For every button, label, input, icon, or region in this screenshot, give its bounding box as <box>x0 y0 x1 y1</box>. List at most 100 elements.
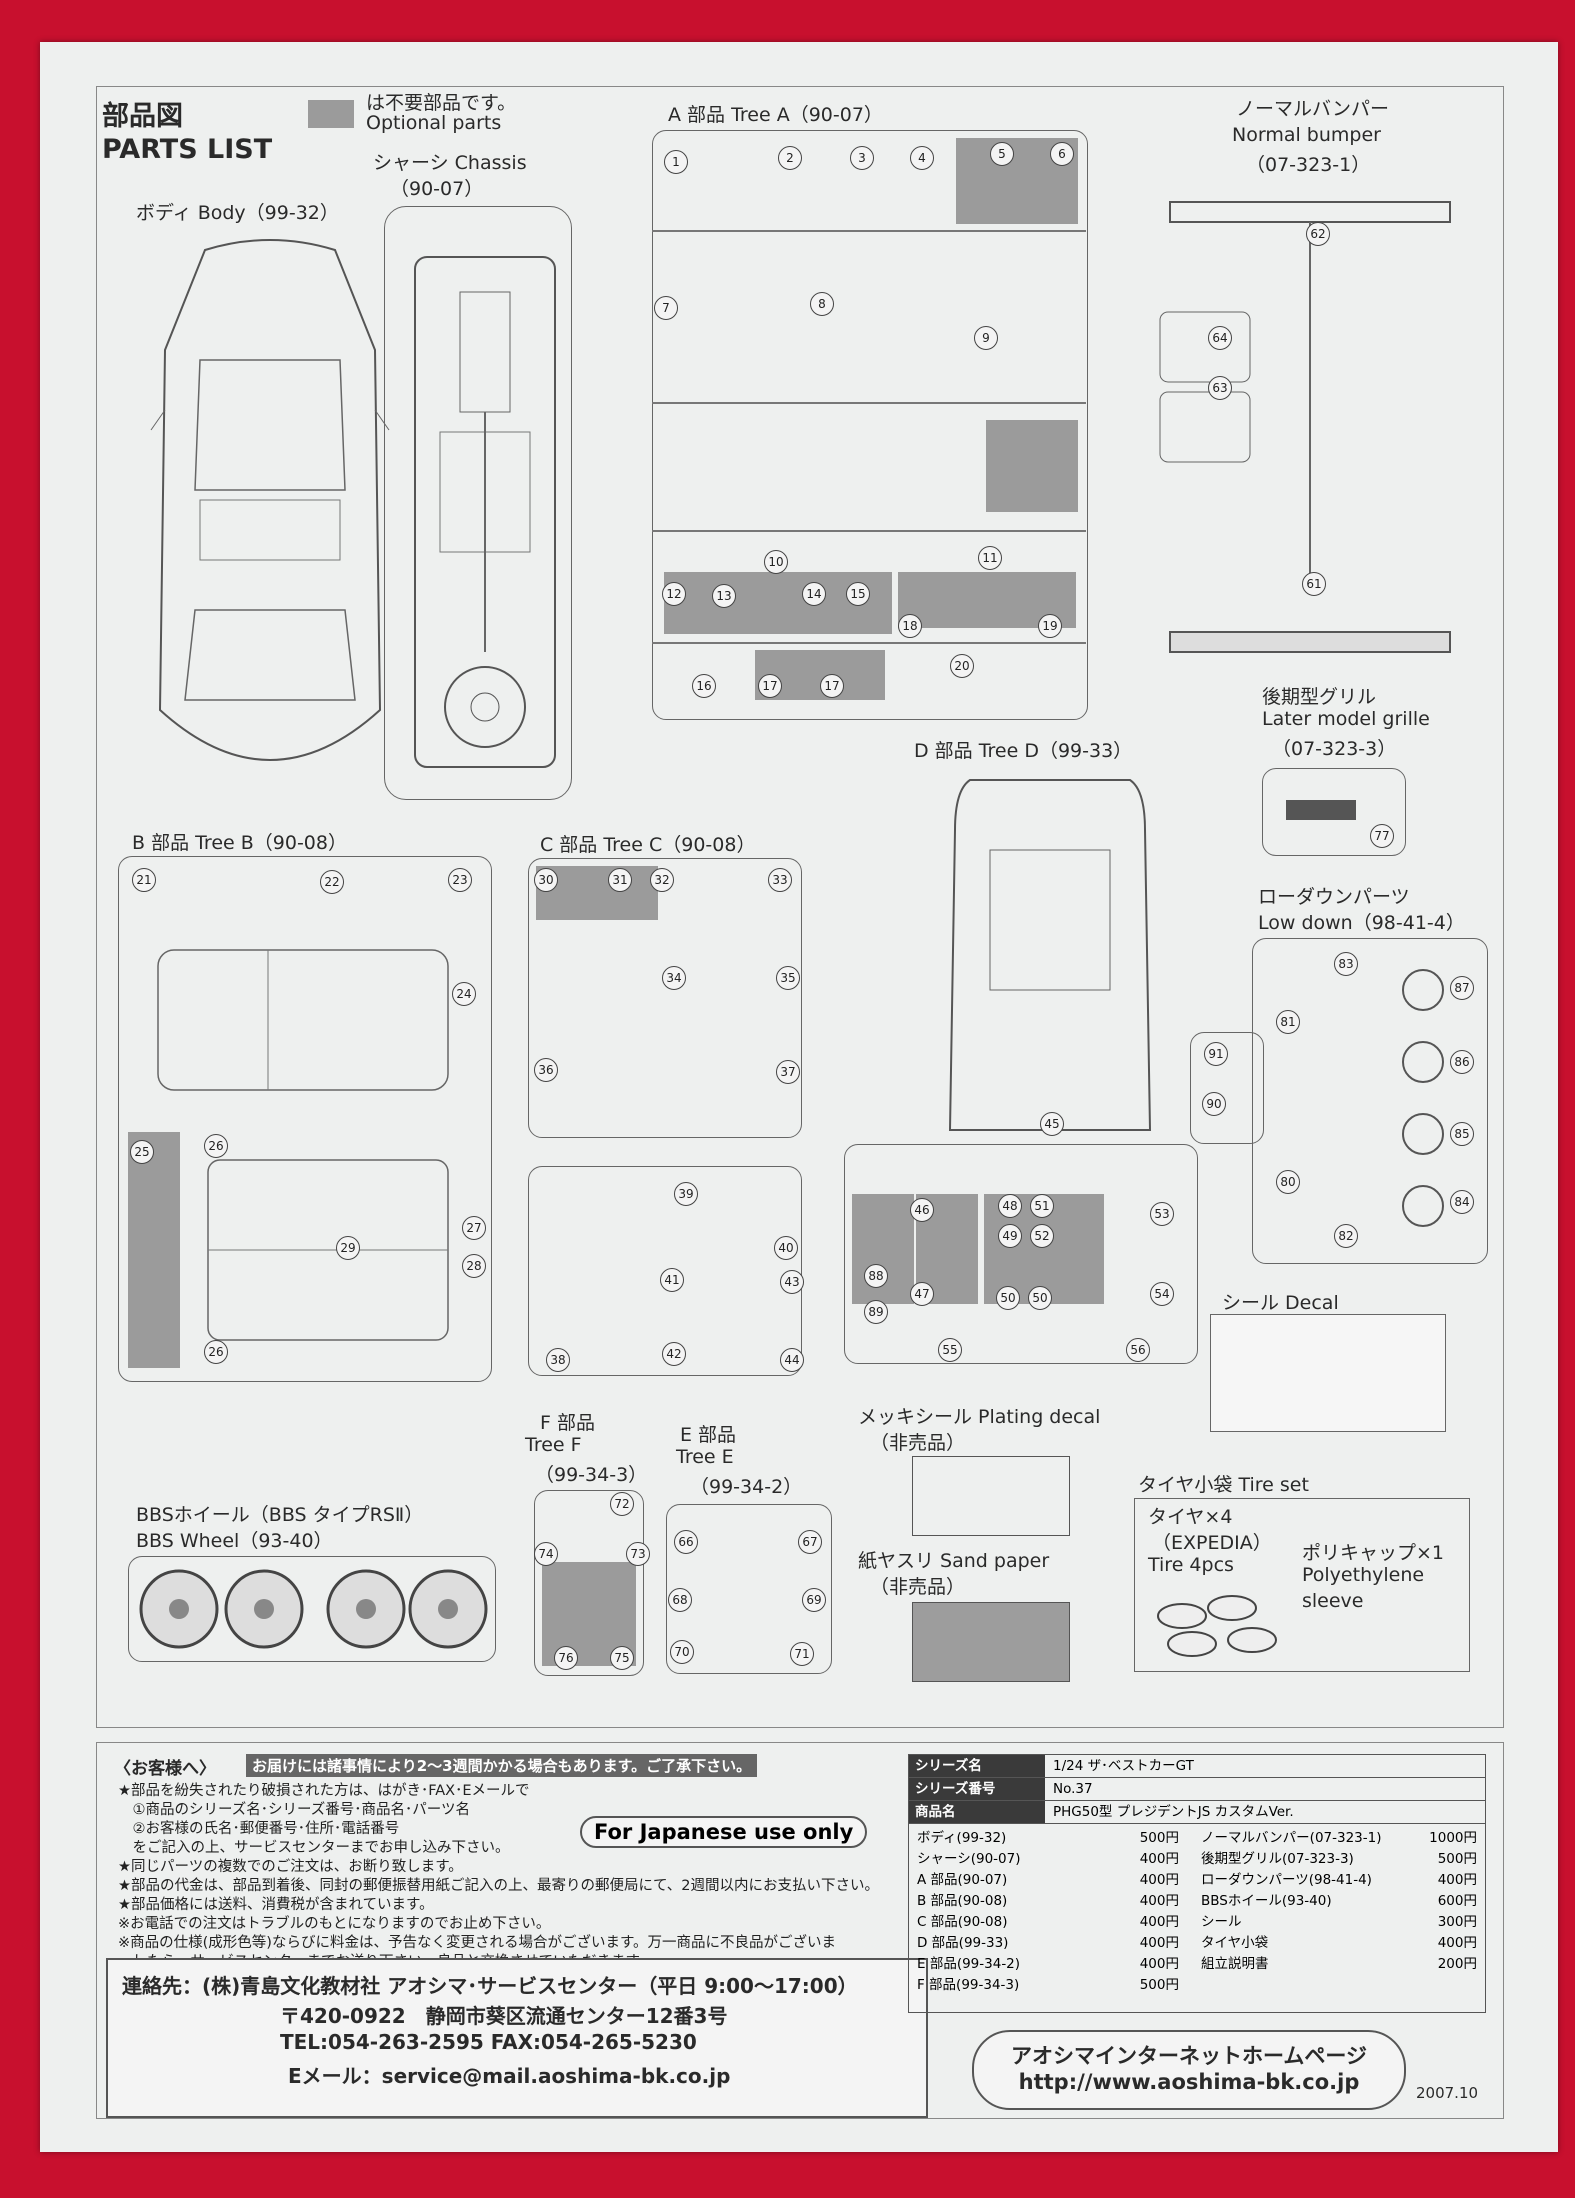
tire-x4: タイヤ×4 <box>1148 1506 1233 1528</box>
part-num: 43 <box>780 1270 804 1294</box>
price-row: D 部品(99-33)400円 <box>917 1933 1179 1954</box>
part-num: 53 <box>1150 1202 1174 1226</box>
part-num: 74 <box>534 1542 558 1566</box>
part-num: 72 <box>610 1492 634 1516</box>
part-num: 56 <box>1126 1338 1150 1362</box>
japan-only-badge: For Japanese use only <box>580 1816 868 1848</box>
tree-b-label: B 部品 Tree B（90-08） <box>132 832 347 854</box>
chassis-frame <box>384 206 572 800</box>
part-num: 63 <box>1208 376 1232 400</box>
part-num: 51 <box>1030 1194 1054 1218</box>
price-item-name: C 部品(90-08) <box>917 1914 1008 1930</box>
body-label: ボディ Body（99-32） <box>136 202 339 224</box>
contact-line-2: 〒420-0922 静岡市葵区流通センター12番3号 <box>280 2004 728 2028</box>
homepage-badge[interactable]: アオシマインターネットホームページ http://www.aoshima-bk.… <box>972 2030 1406 2110</box>
price-row: B 部品(90-08)400円 <box>917 1891 1179 1912</box>
info-frame <box>96 1742 1504 2119</box>
plating-decal-label: メッキシール Plating decal <box>858 1406 1101 1428</box>
part-num: 44 <box>780 1348 804 1372</box>
price-item-name: E 部品(99-34-2) <box>917 1956 1021 1972</box>
lowdown-jp: ローダウンパーツ <box>1258 886 1410 908</box>
price-item-name: BBSホイール(93-40) <box>1201 1893 1332 1909</box>
tree-f-label-2: Tree F <box>525 1434 582 1456</box>
part-num: 41 <box>660 1268 684 1292</box>
part-num: 1 <box>664 150 688 174</box>
body-drawing <box>150 239 390 761</box>
price-item-value: 1000円 <box>1429 1830 1477 1846</box>
part-num: 49 <box>998 1224 1022 1248</box>
tree-d-frame <box>844 1144 1198 1364</box>
not-for-sale-2: （非売品） <box>870 1576 966 1598</box>
contact-box: 連絡先：(株)青島文化教材社 アオシマ･サービスセンター（平日 9:00〜17:… <box>106 1958 928 2118</box>
part-num: 90 <box>1202 1092 1226 1116</box>
part-num: 81 <box>1276 1010 1300 1034</box>
part-num: 17 <box>820 674 844 698</box>
title-jp: 部品図 <box>102 101 183 132</box>
title-en: PARTS LIST <box>102 134 273 165</box>
customer-notice: お届けには諸事情により2〜3週間かかる場合もあります。ご了承下さい。 <box>246 1754 758 1777</box>
tree-f-label-3: （99-34-3） <box>535 1464 648 1486</box>
tire-set-label: タイヤ小袋 Tire set <box>1138 1474 1309 1496</box>
tree-d-label: D 部品 Tree D（99-33） <box>914 740 1133 762</box>
bbs-jp: BBSホイール（BBS タイプRSⅡ） <box>136 1504 424 1526</box>
part-num: 52 <box>1030 1224 1054 1248</box>
price-item-name: ボディ(99-32) <box>917 1830 1007 1846</box>
later-grille-jp: 後期型グリル <box>1262 686 1377 708</box>
part-num: 40 <box>774 1236 798 1260</box>
price-item-value: 400円 <box>1139 1935 1179 1951</box>
tree-f-frame <box>534 1490 644 1676</box>
part-num: 71 <box>790 1642 814 1666</box>
price-row: ノーマルバンパー(07-323-1)1000円 <box>1201 1828 1477 1849</box>
customer-lines: ★部品を紛失されたり破損された方は、はがき･FAX･Eメールで ①商品のシリーズ… <box>118 1783 879 1970</box>
part-num: 91 <box>1204 1042 1228 1066</box>
part-num: 30 <box>534 868 558 892</box>
part-num: 38 <box>546 1348 570 1372</box>
part-num: 47 <box>910 1282 934 1306</box>
part-num: 61 <box>1302 572 1326 596</box>
optional-swatch <box>308 100 354 128</box>
contact-email: Eメール：service@mail.aoshima-bk.co.jp <box>288 2064 731 2088</box>
chassis-label: シャーシ Chassis <box>373 152 527 174</box>
part-num: 27 <box>462 1216 486 1240</box>
part-num: 24 <box>452 982 476 1006</box>
tire-4pcs: Tire 4pcs <box>1148 1554 1234 1576</box>
polycap-jp: ポリキャップ×1 <box>1302 1542 1445 1564</box>
tire-set-frame <box>1134 1498 1470 1672</box>
part-num: 33 <box>768 868 792 892</box>
tree-c2-frame <box>528 1166 802 1376</box>
part-num: 37 <box>776 1060 800 1084</box>
contact-line-1: 連絡先：(株)青島文化教材社 アオシマ･サービスセンター（平日 9:00〜17:… <box>122 1974 858 1998</box>
contact-line-3: TEL:054-263-2595 FAX:054-265-5230 <box>280 2030 697 2054</box>
grille-frame <box>1262 768 1406 856</box>
homepage-url[interactable]: http://www.aoshima-bk.co.jp <box>1018 2070 1360 2094</box>
tree-d-side <box>1190 1032 1264 1144</box>
part-num: 55 <box>938 1338 962 1362</box>
part-num: 70 <box>670 1640 694 1664</box>
chassis-code: （90-07） <box>390 178 484 200</box>
part-num: 14 <box>802 582 826 606</box>
not-for-sale-1: （非売品） <box>870 1432 966 1454</box>
part-num: 15 <box>846 582 870 606</box>
part-num: 85 <box>1450 1122 1474 1146</box>
part-num: 88 <box>864 1264 888 1288</box>
price-item-name: F 部品(99-34-3) <box>917 1977 1020 1993</box>
part-num: 31 <box>608 868 632 892</box>
tree-b-drawing <box>157 949 449 1341</box>
bbs-en: BBS Wheel（93-40） <box>136 1530 333 1552</box>
tree-e-label-2: Tree E <box>676 1446 734 1468</box>
part-num: 25 <box>130 1140 154 1164</box>
price-item-value: 200円 <box>1437 1956 1477 1972</box>
decal-sheet <box>1210 1314 1446 1432</box>
price-item-value: 400円 <box>1139 1851 1179 1867</box>
part-num: 26 <box>204 1340 228 1364</box>
bbs-frame <box>128 1556 496 1662</box>
bumper-drawing <box>1159 201 1451 653</box>
chassis-drawing <box>414 256 556 768</box>
tree-c-frame <box>528 858 802 1138</box>
part-num: 5 <box>990 142 1014 166</box>
bbs-wheels <box>139 1569 488 1649</box>
polycap-en-1: Polyethylene <box>1302 1564 1425 1586</box>
